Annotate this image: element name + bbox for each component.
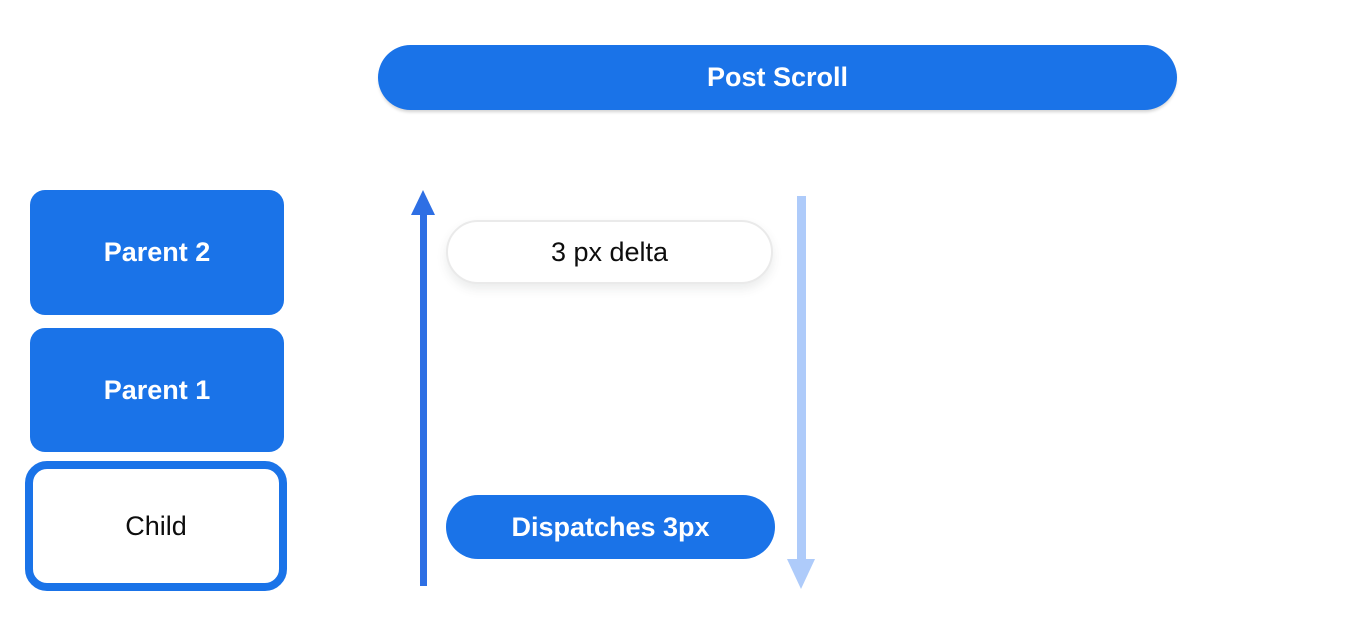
down-arrow-icon — [787, 559, 815, 589]
delta-label-pill: 3 px delta — [446, 220, 773, 284]
post-scroll-header-pill: Post Scroll — [378, 45, 1177, 110]
up-arrow-icon — [411, 190, 435, 215]
node-parent-2: Parent 2 — [30, 190, 284, 315]
node-child: Child — [25, 461, 287, 591]
up-arrow-shaft — [420, 213, 427, 586]
dispatch-label-pill: Dispatches 3px — [446, 495, 775, 559]
node-parent-1: Parent 1 — [30, 328, 284, 452]
down-arrow-shaft — [797, 196, 806, 559]
